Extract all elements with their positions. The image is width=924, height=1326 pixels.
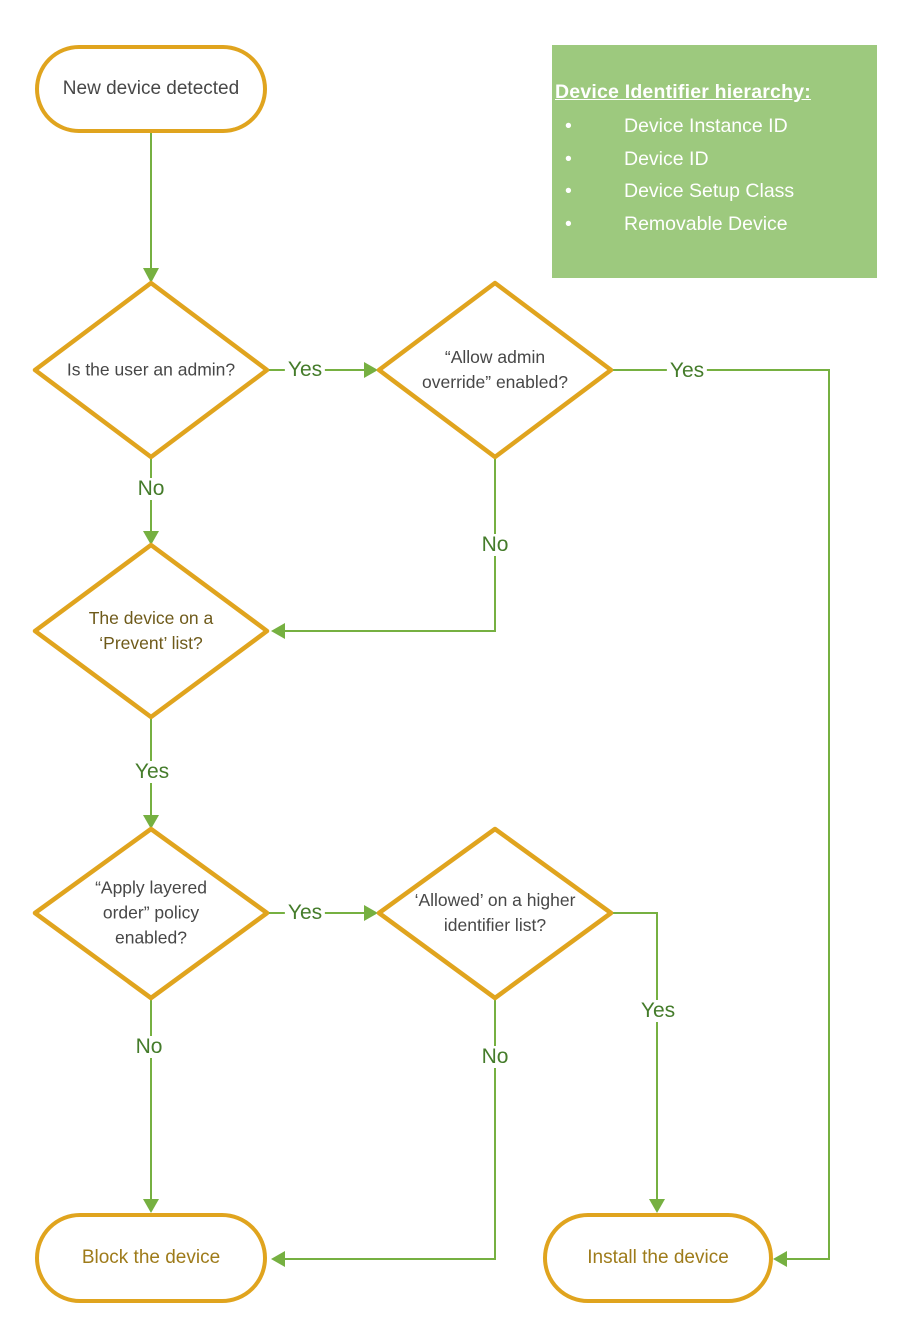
legend-items: Device Instance ID Device ID Device Setu…: [552, 110, 877, 240]
decision-override-label: “Allow admin override” enabled?: [422, 347, 568, 392]
terminal-install-label: Install the device: [587, 1247, 729, 1268]
legend-item-device-id: Device ID: [552, 143, 877, 176]
edge-label-layered-no: No: [132, 1036, 166, 1058]
arrow-into-layered: [143, 815, 159, 829]
edge-label-allowed-no: No: [478, 1046, 512, 1068]
edge-label-override-yes: Yes: [666, 360, 708, 382]
device-identifier-legend: Device Identifier hierarchy: Device Inst…: [552, 45, 877, 278]
decision-allowed-label: ‘Allowed’ on a higher identifier list?: [414, 890, 576, 935]
legend-title: Device Identifier hierarchy:: [555, 81, 811, 103]
terminal-block-node: Block the device: [35, 1213, 267, 1303]
edge-label-allowed-yes: Yes: [637, 1000, 679, 1022]
arrow-into-prevent-top: [143, 531, 159, 545]
edge-label-prevent-yes: Yes: [131, 761, 173, 783]
diamond-layered: [32, 826, 270, 1001]
arrowheads: [143, 268, 787, 1267]
arrow-into-install-top: [649, 1199, 665, 1213]
arrow-into-prevent-right: [271, 623, 285, 639]
legend-item-removable-device: Removable Device: [552, 208, 877, 241]
edge-override-yes: [612, 369, 830, 1260]
arrow-into-block-right: [271, 1251, 285, 1267]
edge-label-admin-yes: Yes: [284, 359, 326, 381]
edge-allowed-yes: [612, 912, 658, 1199]
start-node-label: New device detected: [62, 78, 240, 99]
legend-item-device-instance-id: Device Instance ID: [552, 110, 877, 143]
edge-label-layered-yes: Yes: [284, 902, 326, 924]
terminal-install-node: Install the device: [543, 1213, 773, 1303]
edge-override-no: [285, 457, 496, 632]
arrow-into-override: [364, 362, 378, 378]
edge-label-admin-no: No: [134, 478, 168, 500]
decision-prevent-label: The device on a ‘Prevent’ list?: [88, 608, 214, 653]
edge-allowed-no: [285, 998, 496, 1260]
diamond-admin: [32, 280, 270, 460]
arrow-into-block-top: [143, 1199, 159, 1213]
diamond-prevent: [32, 542, 270, 720]
arrow-into-allowed: [364, 905, 378, 921]
start-node: New device detected: [35, 45, 267, 133]
arrow-into-admin: [143, 268, 159, 283]
legend-item-device-setup-class: Device Setup Class: [552, 175, 877, 208]
decision-layered-label: “Apply layered order” policy enabled?: [95, 877, 207, 948]
decision-diamonds: [32, 280, 614, 1001]
diamond-allowed: [376, 826, 614, 1001]
arrow-into-install-right: [773, 1251, 787, 1267]
terminal-block-label: Block the device: [81, 1247, 221, 1268]
decision-admin-label: Is the user an admin?: [66, 359, 236, 380]
diamond-override: [376, 280, 614, 460]
edge-label-override-no: No: [478, 534, 512, 556]
